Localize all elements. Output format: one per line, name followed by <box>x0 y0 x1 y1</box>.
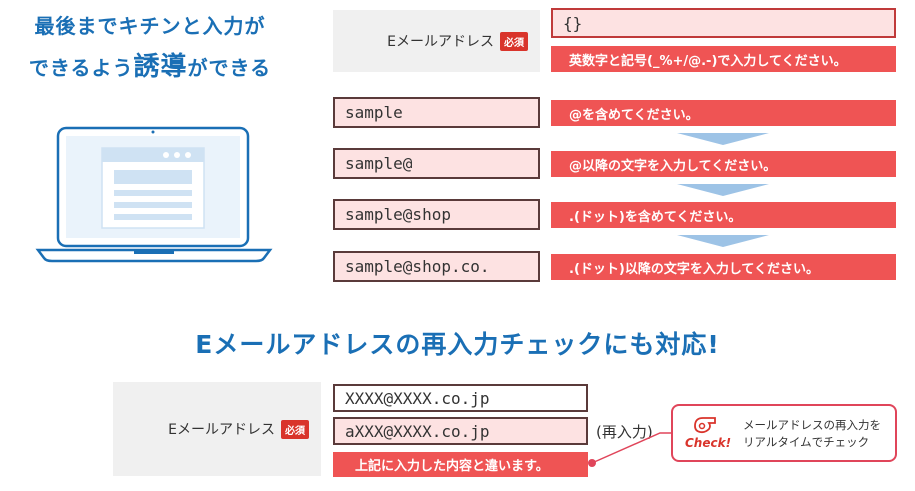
section-subheading: Eメールアドレスの再入力チェックにも対応! <box>195 330 720 359</box>
required-badge: 必須 <box>281 419 309 439</box>
headline-line2-post: ができる <box>187 56 272 80</box>
check-description: メールアドレスの再入力を リアルタイムでチェック <box>743 417 881 451</box>
whistle-icon <box>694 417 716 434</box>
email-input[interactable]: XXXX@XXXX.co.jp <box>333 384 588 412</box>
down-arrow-icon <box>677 235 769 247</box>
step-input-3[interactable]: sample@shop <box>333 199 540 230</box>
headline-line2-pre: できるよう <box>28 56 134 80</box>
down-arrow-icon <box>677 133 769 145</box>
headline-line2: できるよう誘導ができる <box>0 46 300 83</box>
check-callout: Check! メールアドレスの再入力を リアルタイムでチェック <box>671 404 897 462</box>
step-hint-1: @を含めてください。 <box>551 100 896 126</box>
step-hint-2: @以降の文字を入力してください。 <box>551 151 896 177</box>
step-hint-4: .(ドット)以降の文字を入力してください。 <box>551 254 896 280</box>
headline-line2-emphasis: 誘導 <box>133 52 188 82</box>
laptop-icon <box>35 126 273 263</box>
check-label: Check! <box>685 436 732 450</box>
error-message-top: 英数字と記号(_%+/@.-)で入力してください。 <box>551 46 896 72</box>
email-label-text: Eメールアドレス <box>168 422 275 438</box>
step-input-4[interactable]: sample@shop.co. <box>333 251 540 282</box>
reinput-note: (再入力) <box>596 423 653 441</box>
check-text-line1: メールアドレスの再入力を <box>743 418 881 432</box>
headline-line1: 最後までキチンと入力が <box>34 14 266 38</box>
down-arrow-icon <box>677 184 769 196</box>
step-hint-3: .(ドット)を含めてください。 <box>551 202 896 228</box>
step-input-2[interactable]: sample@ <box>333 148 540 179</box>
mismatch-error-message: 上記に入力した内容と違います。 <box>333 452 588 477</box>
step-input-1[interactable]: sample <box>333 97 540 128</box>
email-label-top: Eメールアドレス 必須 <box>333 10 540 72</box>
required-badge: 必須 <box>500 31 528 51</box>
email-confirm-input[interactable]: aXXX@XXXX.co.jp <box>333 417 588 445</box>
email-label-bottom: Eメールアドレス 必須 <box>113 382 321 476</box>
email-label-text: Eメールアドレス <box>387 34 494 50</box>
check-text-line2: リアルタイムでチェック <box>743 435 870 449</box>
email-input-top[interactable]: {} <box>551 8 896 38</box>
